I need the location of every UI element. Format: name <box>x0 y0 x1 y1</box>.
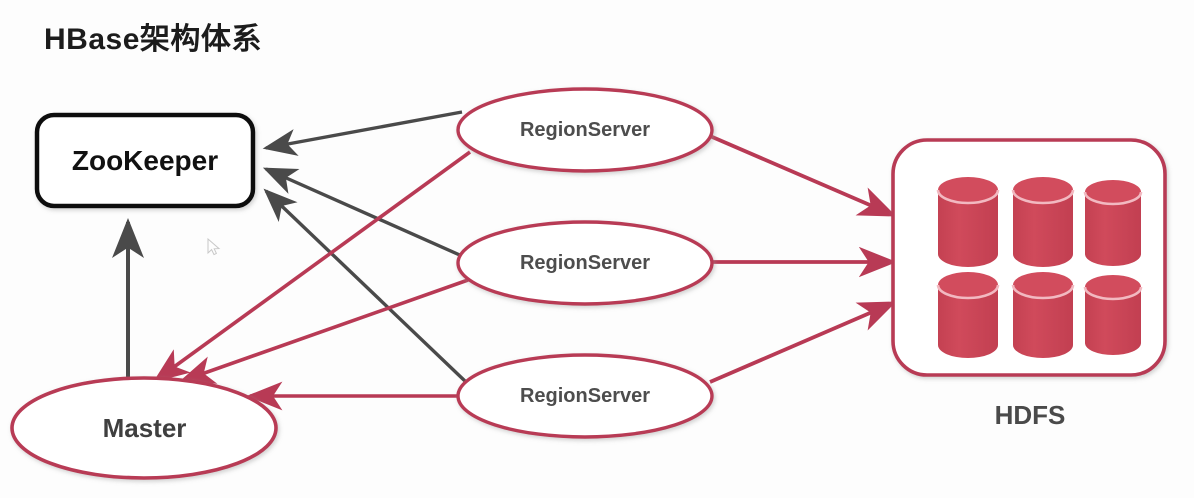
edge-rs2-to-master <box>178 278 469 384</box>
edge-rs3-to-hdfs <box>709 301 897 384</box>
edge-group-regionservers-to-master <box>153 150 472 411</box>
edge-rs3-to-zookeeper <box>263 188 468 384</box>
node-master[interactable] <box>10 376 278 480</box>
edge-rs1-to-hdfs <box>709 134 897 217</box>
hdfs-cylinder-4 <box>936 272 1000 358</box>
node-regionserver-3[interactable] <box>456 353 714 439</box>
node-regionserver-2[interactable] <box>456 220 714 306</box>
hdfs-cylinder-6 <box>1083 275 1143 355</box>
edge-rs2-to-zookeeper <box>262 167 463 258</box>
node-zookeeper[interactable] <box>34 112 256 209</box>
node-regionserver-1[interactable] <box>456 87 714 173</box>
hdfs-cylinder-5 <box>1011 272 1075 358</box>
node-hdfs[interactable] <box>891 138 1167 377</box>
edge-rs1-to-zookeeper <box>262 110 463 156</box>
edge-rs1-to-master <box>153 150 472 383</box>
edge-group-regionservers-to-hdfs <box>709 134 897 384</box>
hdfs-cylinder-1 <box>936 177 1000 267</box>
hdfs-cylinder-2 <box>1011 177 1075 267</box>
hdfs-cylinder-3 <box>1083 180 1143 266</box>
arrow-cursor <box>207 238 221 256</box>
edge-group-regionservers-to-zookeeper <box>262 110 468 384</box>
page-title: HBase架构体系 <box>44 23 262 56</box>
